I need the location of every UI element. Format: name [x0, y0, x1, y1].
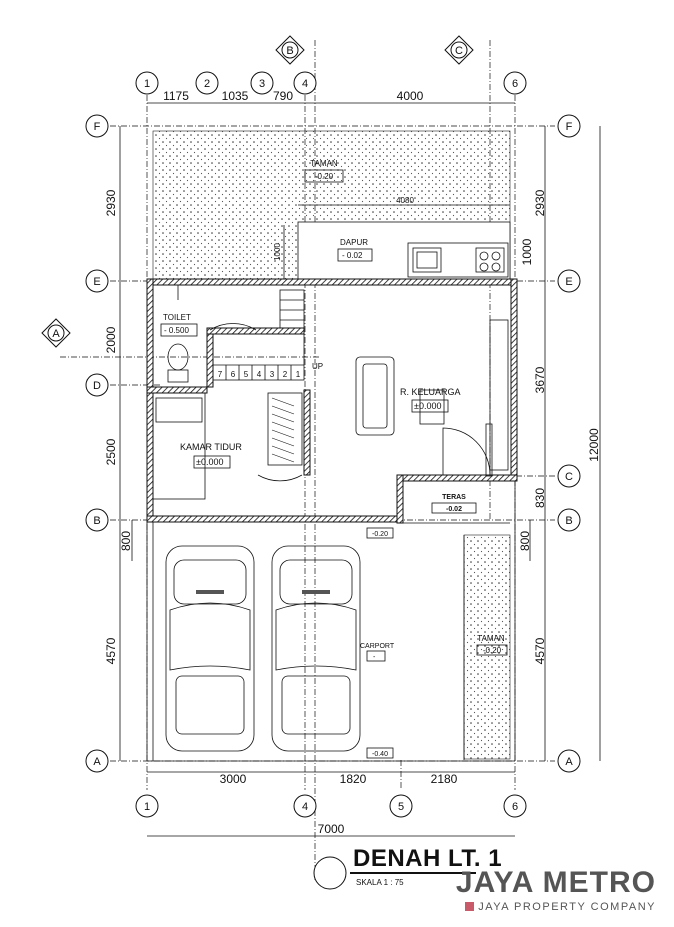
dimension-label: 800 [119, 531, 133, 551]
dimension-label: 4570 [104, 637, 118, 664]
dimension-label: 2180 [431, 772, 458, 786]
room-level: ±0.000 [414, 401, 441, 411]
site-boundary [146, 481, 516, 762]
bed [152, 392, 206, 500]
grid-bubble-label: E [93, 276, 100, 288]
level-tag: -0.20 [372, 531, 388, 538]
room-level: -0.20 [483, 646, 502, 655]
stair-step: 4 [257, 370, 262, 379]
dimension-label: 2930 [104, 189, 118, 216]
kitchen-zone [297, 221, 511, 281]
stair-step: 3 [270, 370, 275, 379]
grid-bubble-label: E [565, 276, 572, 288]
dimension-label: 2000 [104, 326, 118, 353]
dimension-label: 3670 [533, 366, 547, 393]
dimension-label: 3000 [220, 772, 247, 786]
grid-bubble-label: 5 [398, 801, 404, 813]
room-name: TAMAN [477, 634, 505, 643]
grid-bubbles-left: F E D B A [85, 114, 109, 773]
grid-bubble-label: 4 [302, 801, 308, 813]
stair-step: 6 [231, 370, 236, 379]
building-walls [146, 278, 518, 524]
stair-step: 1 [296, 370, 301, 379]
stair-step: 5 [244, 370, 249, 379]
dimension-label: 7000 [318, 822, 345, 836]
garden-side-area [463, 534, 511, 760]
level-tags [160, 169, 508, 759]
grid-bubble-label: F [566, 121, 573, 133]
dimension-label: 2500 [104, 438, 118, 465]
dimension-label: 1820 [340, 772, 367, 786]
dimension-label: 4080 [396, 196, 414, 205]
room-name: DAPUR [340, 238, 368, 247]
room-name: KAMAR TIDUR [180, 442, 242, 452]
grid-bubble-label: 3 [259, 78, 265, 90]
dimension-label: 1000 [273, 243, 282, 261]
grid-bubbles-top: 1 2 3 4 6 [135, 71, 527, 95]
title-circle [313, 856, 347, 890]
room-level: ±0.000 [196, 457, 223, 467]
dimension-label: 830 [533, 488, 547, 508]
room-name: TAMAN [310, 159, 338, 168]
dimension-label: 12000 [587, 428, 601, 462]
doors [209, 319, 509, 482]
grid-bubble-label: C [565, 471, 573, 483]
grid-bubble-label: A [93, 756, 101, 768]
toilet-fixture [167, 285, 189, 383]
stair-step: 7 [218, 370, 223, 379]
room-level: - 0.02 [342, 251, 363, 260]
stair-direction: UP [312, 362, 323, 371]
car-right [271, 545, 361, 752]
wardrobe [267, 392, 303, 466]
section-marker-c: C [455, 45, 463, 57]
grid-bubble-label: A [565, 756, 573, 768]
grid-bubbles-bottom: 1 4 5 6 [135, 794, 527, 818]
grid-bubble-label: 2 [204, 78, 210, 90]
room-name: R. KELUARGA [400, 387, 461, 397]
room-level: -0.20 [315, 172, 334, 181]
stair-step-numbers: 7 6 5 4 3 2 1 UP [218, 362, 323, 379]
grid-bubble-label: 4 [302, 78, 308, 90]
dimension-label: 2930 [533, 189, 547, 216]
stair-step: 2 [283, 370, 288, 379]
grid-bubble-label: F [94, 121, 101, 133]
dimension-label: 1175 [163, 89, 189, 103]
staircase [212, 289, 305, 381]
level-tag: -0.40 [372, 751, 388, 758]
section-marker-b: B [286, 45, 293, 57]
dimension-label: 4000 [397, 89, 424, 103]
dimension-label: 1035 [222, 89, 249, 103]
car-left [165, 545, 255, 752]
dimension-label: 790 [273, 89, 293, 103]
room-level: - 0.500 [164, 326, 189, 335]
grid-bubbles-right: F E C B A [557, 114, 581, 773]
dimension-texts: 1175 1035 790 4000 3000 1820 2180 7000 2… [104, 89, 601, 836]
room-level: - [373, 654, 376, 661]
grid-bubble-label: B [93, 515, 100, 527]
room-labels: TAMAN -0.20 DAPUR - 0.02 TOILET - 0.500 … [163, 159, 505, 758]
grid-bubble-label: 1 [144, 801, 150, 813]
sofa-set [355, 356, 445, 436]
dimension-label: 4570 [533, 637, 547, 664]
section-markers: B C A [41, 35, 474, 348]
grid-bubble-label: B [565, 515, 572, 527]
kitchen-counter [407, 242, 509, 278]
section-marker-a: A [52, 328, 60, 340]
room-name: TOILET [163, 313, 191, 322]
grid-bubble-label: 6 [512, 78, 518, 90]
dimension-label: 1000 [520, 238, 534, 265]
room-level: -0.02 [446, 506, 462, 513]
grid-bubble-label: 1 [144, 78, 150, 90]
room-name: CARPORT [360, 643, 395, 650]
grid-bubble-label: 6 [512, 801, 518, 813]
room-name: TERAS [442, 494, 466, 501]
dimension-label: 800 [518, 531, 532, 551]
grid-bubble-label: D [93, 380, 101, 392]
